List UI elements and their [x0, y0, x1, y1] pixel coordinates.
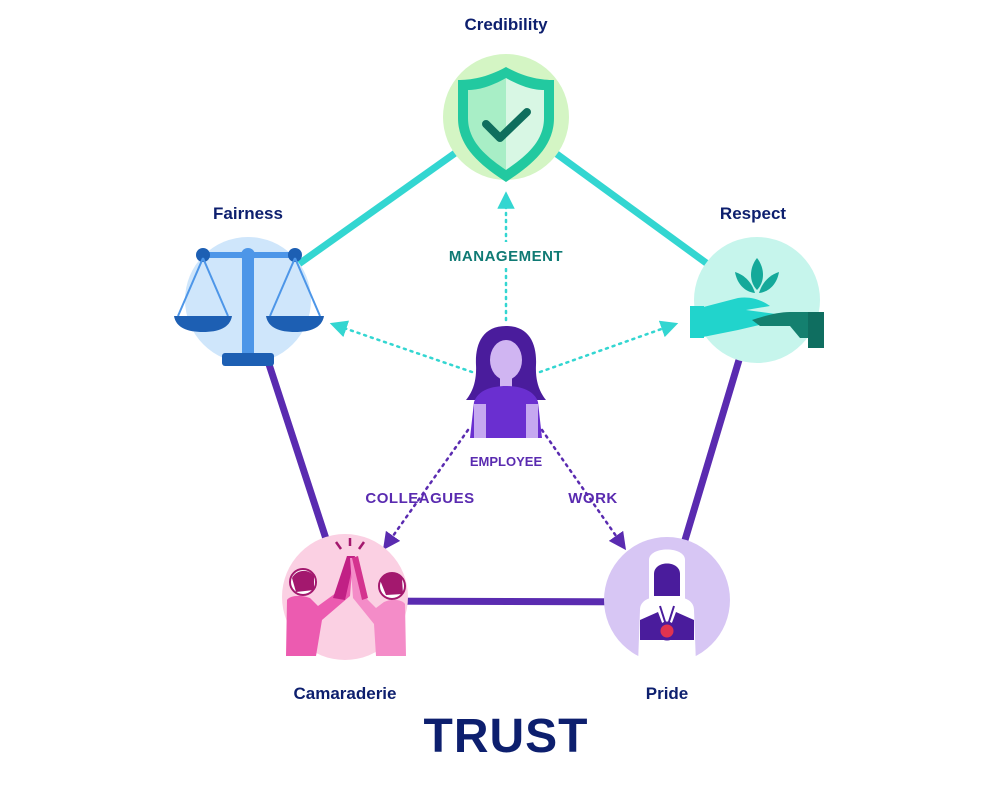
credibility-label: Credibility — [464, 15, 548, 34]
node-credibility: Credibility — [443, 15, 569, 182]
arrow-to-fairness — [329, 320, 474, 374]
scales-icon — [174, 248, 324, 366]
work-label: WORK — [568, 490, 618, 507]
colleagues-label: COLLEAGUES — [365, 490, 474, 507]
fairness-label: Fairness — [213, 204, 283, 223]
employee-woman-icon — [466, 326, 546, 438]
employee-label: EMPLOYEE — [470, 454, 543, 469]
medal-person-icon — [638, 549, 696, 664]
node-fairness: Fairness — [174, 204, 324, 366]
arrow-to-respect — [538, 320, 679, 374]
employee-arrows — [329, 191, 679, 551]
camaraderie-label: Camaraderie — [293, 684, 396, 703]
arrow-to-camaraderie — [382, 428, 470, 551]
pride-label: Pride — [646, 684, 689, 703]
employee-center: EMPLOYEE — [466, 326, 546, 469]
node-camaraderie: Camaraderie — [282, 534, 408, 703]
node-pride: Pride — [604, 537, 730, 703]
hands-lotus-icon — [690, 258, 824, 348]
trust-title: TRUST — [424, 710, 589, 763]
arrow-to-pride — [540, 428, 627, 551]
shield-check-icon — [458, 67, 554, 182]
relation-labels: MANAGEMENT COLLEAGUES WORK — [365, 242, 617, 507]
respect-label: Respect — [720, 204, 786, 223]
management-label: MANAGEMENT — [449, 248, 563, 265]
node-respect: Respect — [690, 204, 824, 363]
high-five-icon — [286, 538, 406, 656]
